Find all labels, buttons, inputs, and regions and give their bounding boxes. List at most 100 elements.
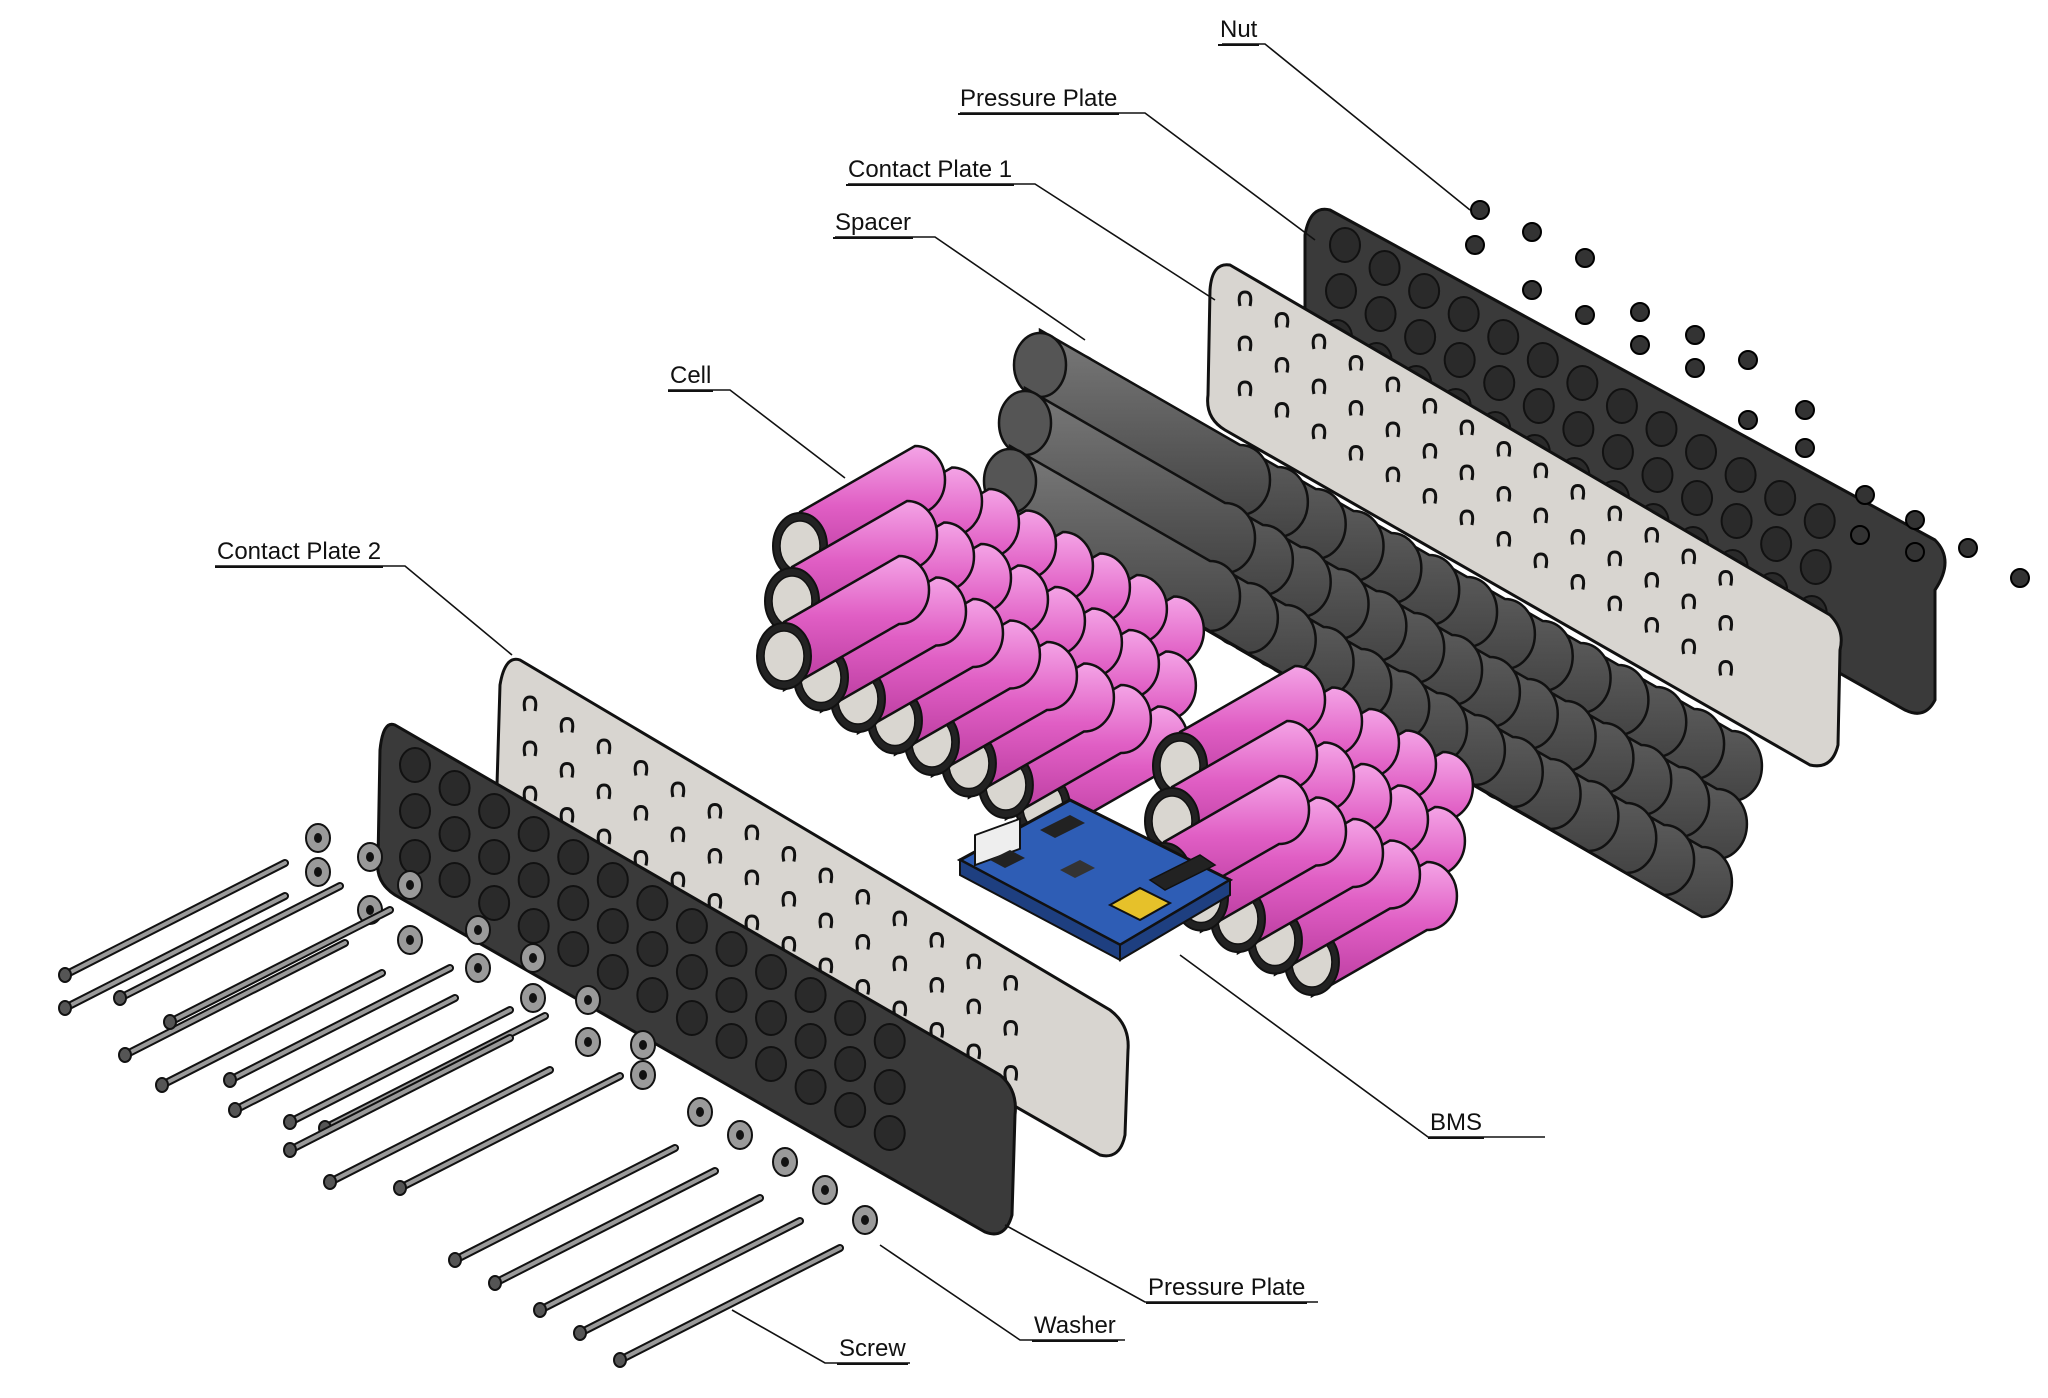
leader-spacer — [835, 236, 1086, 341]
contact-tab — [855, 978, 871, 995]
screw-shaft — [160, 971, 384, 1087]
bms-board — [956, 798, 1234, 962]
nut — [1855, 485, 1875, 505]
contact-tab — [1003, 974, 1019, 991]
pressure-plate-bottom — [376, 722, 1017, 1236]
plate-hole — [755, 1000, 788, 1036]
nut — [1795, 438, 1815, 458]
screw-head — [573, 1325, 587, 1341]
contact-tab — [1274, 356, 1290, 373]
plate-hole — [1526, 342, 1559, 378]
contact-tab — [1681, 593, 1697, 610]
plate-hole — [596, 908, 629, 944]
plate-hole — [596, 954, 629, 990]
plate-hole — [755, 954, 788, 990]
leader-nut — [1222, 43, 1471, 211]
contact-tab — [522, 740, 538, 757]
contact-tab — [744, 824, 760, 841]
contact-tab — [1385, 376, 1401, 393]
contact-tab — [1496, 530, 1512, 547]
nut — [1465, 235, 1485, 255]
screw-shaft — [493, 1169, 717, 1285]
plate-hole — [715, 931, 748, 967]
contact-tab — [670, 781, 686, 798]
screw-head — [163, 1014, 177, 1030]
spacer-end — [1012, 331, 1068, 399]
contact-tab — [744, 869, 760, 886]
leader-pressure-plate-top — [960, 112, 1316, 241]
washer-hole — [584, 995, 592, 1005]
nuts — [1465, 200, 2030, 588]
contact-tab — [855, 933, 871, 950]
contact-tab — [929, 976, 945, 993]
screw-head — [323, 1174, 337, 1190]
plate-hole — [1681, 480, 1714, 516]
washer-hole — [696, 1107, 704, 1117]
plate-hole — [1720, 503, 1753, 539]
screw-shaft — [228, 966, 452, 1082]
plate-hole — [675, 1000, 708, 1036]
contact-tab — [1607, 505, 1623, 522]
contact-tab — [1459, 509, 1475, 526]
screw-head — [448, 1252, 462, 1268]
contact-tab — [1496, 485, 1512, 502]
nut — [1958, 538, 1978, 558]
contact-tab — [596, 828, 612, 845]
contact-tab — [1496, 440, 1512, 457]
contact-tab — [1237, 380, 1253, 397]
contact-tab — [1003, 1064, 1019, 1081]
contact-tab — [892, 1000, 908, 1017]
nut — [1630, 302, 1650, 322]
label-washer: Washer — [1032, 1312, 1118, 1342]
plate-hole — [438, 816, 471, 852]
plate-hole — [834, 1046, 867, 1082]
contact-tab — [892, 910, 908, 927]
contact-tab — [781, 845, 797, 862]
nut — [1575, 305, 1595, 325]
plate-hole — [1641, 457, 1674, 493]
contact-tab — [1348, 444, 1364, 461]
contact-tab — [633, 804, 649, 821]
cell-body — [1236, 817, 1385, 956]
nut — [1795, 400, 1815, 420]
contact-tab — [1718, 569, 1734, 586]
plate-hole — [715, 977, 748, 1013]
plate-hole — [1724, 457, 1757, 493]
plate-hole — [1368, 250, 1401, 286]
screw-shaft — [288, 1008, 512, 1124]
contact-tab — [1644, 616, 1660, 633]
plate-hole — [399, 839, 431, 875]
leader-washer — [879, 1244, 1125, 1341]
washer-hole — [474, 925, 482, 935]
contact-tab — [1385, 466, 1401, 483]
plate-hole — [1404, 319, 1437, 355]
leader-screw — [731, 1309, 910, 1364]
plate-hole — [478, 885, 511, 921]
washer-hole — [639, 1070, 647, 1080]
screw-shaft — [123, 941, 347, 1057]
contact-tab — [1533, 552, 1549, 569]
cell-body — [782, 554, 931, 693]
contact-tab — [1422, 487, 1438, 504]
screw-head — [488, 1275, 502, 1291]
contact-tab — [744, 914, 760, 931]
contact-tab — [707, 892, 723, 909]
contact-tab — [1348, 354, 1364, 371]
cell-body — [1199, 796, 1348, 934]
contact-tab — [1570, 528, 1586, 545]
screw-shaft — [118, 884, 342, 1000]
spacers — [982, 327, 1764, 919]
screw-shaft — [63, 861, 287, 977]
plate-hole — [675, 954, 708, 990]
contact-tab — [1533, 462, 1549, 479]
contact-tab — [596, 738, 612, 755]
contact-tab — [522, 695, 538, 712]
screw-head — [393, 1180, 407, 1196]
plate-hole — [517, 816, 550, 852]
contact-tab — [1348, 399, 1364, 416]
plate-hole — [1803, 503, 1836, 539]
nut — [1575, 248, 1595, 268]
contact-tab — [781, 935, 797, 952]
plate-hole — [1364, 296, 1397, 332]
screw-head — [58, 1000, 72, 1016]
